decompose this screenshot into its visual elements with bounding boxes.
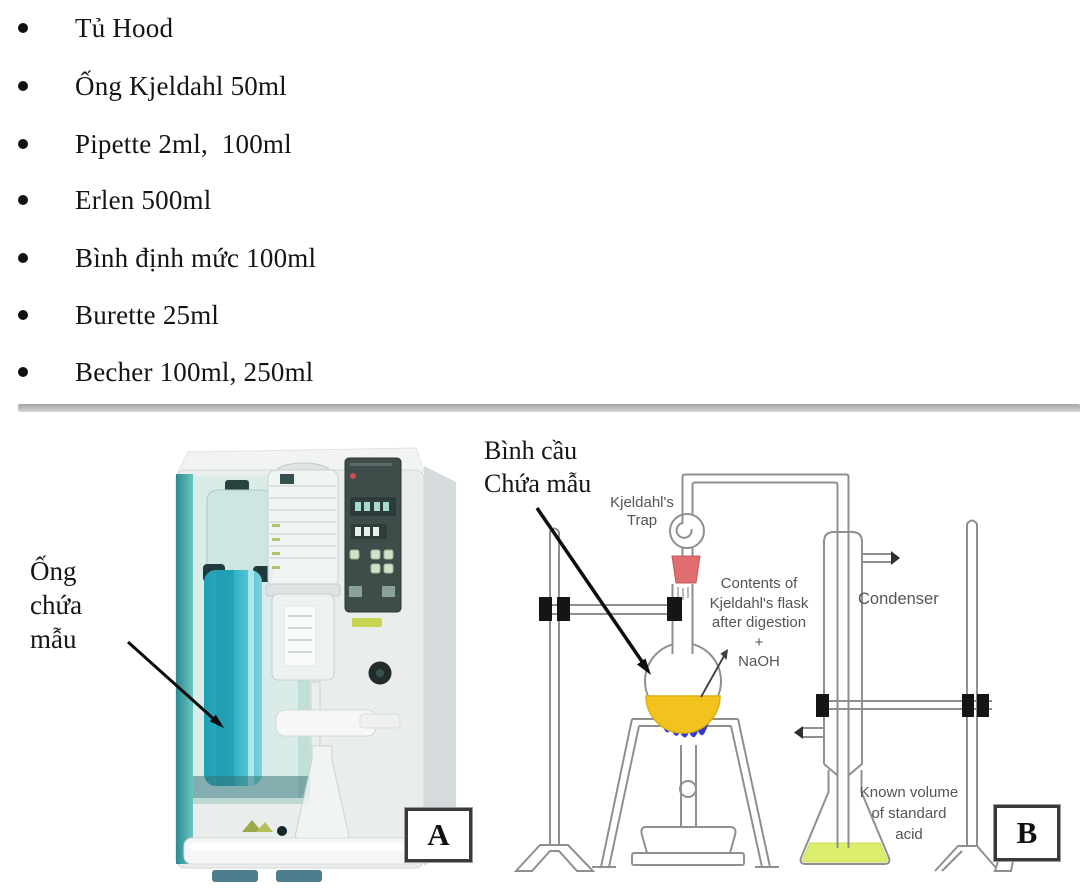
distiller-machine-illustration [126, 447, 456, 882]
sample-tube [193, 570, 310, 836]
list-item: Bình định mức 100ml [0, 239, 316, 277]
bunsen-burner [631, 745, 745, 866]
list-item-label: Tủ Hood [75, 12, 174, 43]
digestate-liquid [645, 695, 721, 734]
list-item-label: Erlen 500ml [75, 184, 212, 215]
list-item: Becher 100ml, 250ml [0, 353, 314, 391]
bullet-icon [18, 23, 28, 33]
rubber-stopper [671, 555, 701, 600]
retort-stand-right [934, 519, 1015, 872]
panel-label-b: B [994, 805, 1060, 861]
retort-stand-left [513, 527, 596, 872]
power-led [350, 473, 356, 479]
control-knob [368, 661, 392, 685]
apparatus-diagram: Bình cầu Chứa mẫu Kjeldahl's Trap Conten… [480, 430, 1080, 891]
kjeldahl-trap [669, 513, 705, 557]
flask-annotation-arrow [535, 507, 651, 675]
panel-buttons [349, 549, 394, 574]
condenser-annotation: Condenser [858, 590, 939, 608]
round-bottom-flask [644, 584, 722, 734]
control-panel [344, 457, 402, 613]
bullet-icon [18, 253, 28, 263]
receiver-flask [799, 770, 891, 865]
naoh-arrow [700, 649, 728, 698]
annotation-arrow [126, 640, 224, 728]
condenser [681, 473, 900, 848]
clamp-right [816, 694, 992, 717]
lower-glassware [275, 681, 401, 845]
bullet-icon [18, 367, 28, 377]
flask-annotation: Bình cầu Chứa mẫu [484, 436, 592, 498]
acid-annotation: Known volume of standard acid [859, 784, 959, 843]
list-item-label: Becher 100ml, 250ml [75, 356, 314, 387]
list-item: Ống Kjeldahl 50ml [0, 67, 287, 105]
list-item: Pipette 2ml, 100ml [0, 125, 292, 163]
list-item: Burette 25ml [0, 296, 219, 334]
list-item-label: Ống Kjeldahl 50ml [75, 70, 287, 101]
list-item-label: Bình định mức 100ml [75, 242, 317, 273]
list-item: Tủ Hood [0, 9, 173, 47]
steam-generator [265, 462, 341, 681]
list-item-label: Pipette 2ml, 100ml [75, 128, 292, 159]
bullet-icon [18, 81, 28, 91]
machine-base [183, 837, 423, 882]
brand-label [352, 618, 382, 627]
list-item: Erlen 500ml [0, 181, 211, 219]
contents-annotation: Contents of Kjeldahl's flask after diges… [709, 575, 809, 670]
bullet-icon [18, 310, 28, 320]
section-divider [18, 404, 1080, 412]
list-item-label: Burette 25ml [75, 299, 220, 330]
panel-label-a: A [405, 808, 472, 862]
bullet-icon [18, 139, 28, 149]
trap-annotation: Kjeldahl's Trap [610, 494, 674, 529]
apparatus-photo: Ống chứa mẫu A [20, 446, 475, 891]
sample-tube-annotation: Ống chứa mẫu [30, 556, 83, 654]
distillation-schematic [513, 473, 1015, 872]
bullet-icon [18, 195, 28, 205]
